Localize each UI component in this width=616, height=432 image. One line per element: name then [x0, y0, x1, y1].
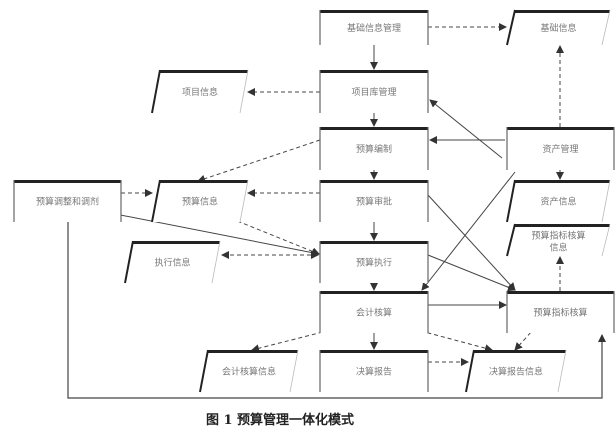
- node-asset-info: 资产信息: [506, 179, 611, 223]
- node-basic-mgmt: 基础信息管理: [319, 10, 429, 45]
- node-label: 预算信息: [182, 196, 218, 208]
- node-label: 基础信息: [540, 22, 576, 34]
- node-label: 预算指标核算: [533, 307, 587, 319]
- edge: [251, 319, 371, 353]
- node-label: 基础信息管理: [347, 22, 401, 34]
- node-budget-exec: 预算执行: [319, 241, 429, 283]
- node-budget-info: 预算信息: [151, 179, 249, 223]
- node-label: 预算执行: [356, 257, 392, 269]
- feedback-loop-edge: [67, 210, 606, 399]
- node-final-report-info: 决算报告信息: [465, 349, 567, 393]
- node-asset-mgmt: 资产管理: [506, 127, 615, 170]
- edge: [429, 99, 503, 159]
- node-budget-prep: 预算编制: [319, 127, 429, 170]
- node-indicator-acc: 预算指标核算: [506, 291, 615, 333]
- node-label: 项目信息: [182, 86, 218, 98]
- node-budget-approve: 预算审批: [319, 180, 429, 222]
- figure-caption: 图 1 预算管理一体化模式: [205, 413, 355, 428]
- node-project-lib: 项目库管理: [319, 70, 429, 113]
- node-label: 预算编制: [356, 143, 392, 155]
- edge: [84, 207, 320, 257]
- node-label: 决算报告: [356, 366, 392, 378]
- node-accounting: 会计核算: [319, 291, 429, 333]
- node-label: 会计核算信息: [222, 366, 276, 378]
- node-budget-adjust: 预算调整和调剂: [13, 180, 122, 222]
- node-accounting-info: 会计核算信息: [199, 349, 299, 393]
- edge: [421, 171, 516, 291]
- node-final-report: 决算报告: [319, 350, 429, 392]
- node-basic-info: 基础信息: [506, 9, 611, 46]
- node-label: 信息: [549, 242, 567, 254]
- node-label: 资产信息: [540, 196, 576, 208]
- node-exec-info: 执行信息: [124, 240, 221, 284]
- node-label: 预算审批: [356, 196, 392, 208]
- node-label: 项目库管理: [351, 86, 396, 98]
- edge: [379, 319, 493, 353]
- node-label: 会计核算: [356, 307, 392, 319]
- node-label: 预算指标核算: [531, 230, 585, 242]
- edge: [197, 139, 321, 183]
- edge: [427, 254, 516, 292]
- node-label: 预算调整和调剂: [36, 196, 99, 208]
- edge: [427, 194, 516, 291]
- node-project-info: 项目信息: [151, 69, 249, 114]
- node-label: 资产管理: [542, 143, 578, 155]
- node-label: 执行信息: [154, 257, 190, 269]
- node-label: 决算报告信息: [489, 366, 543, 378]
- edge: [514, 321, 541, 351]
